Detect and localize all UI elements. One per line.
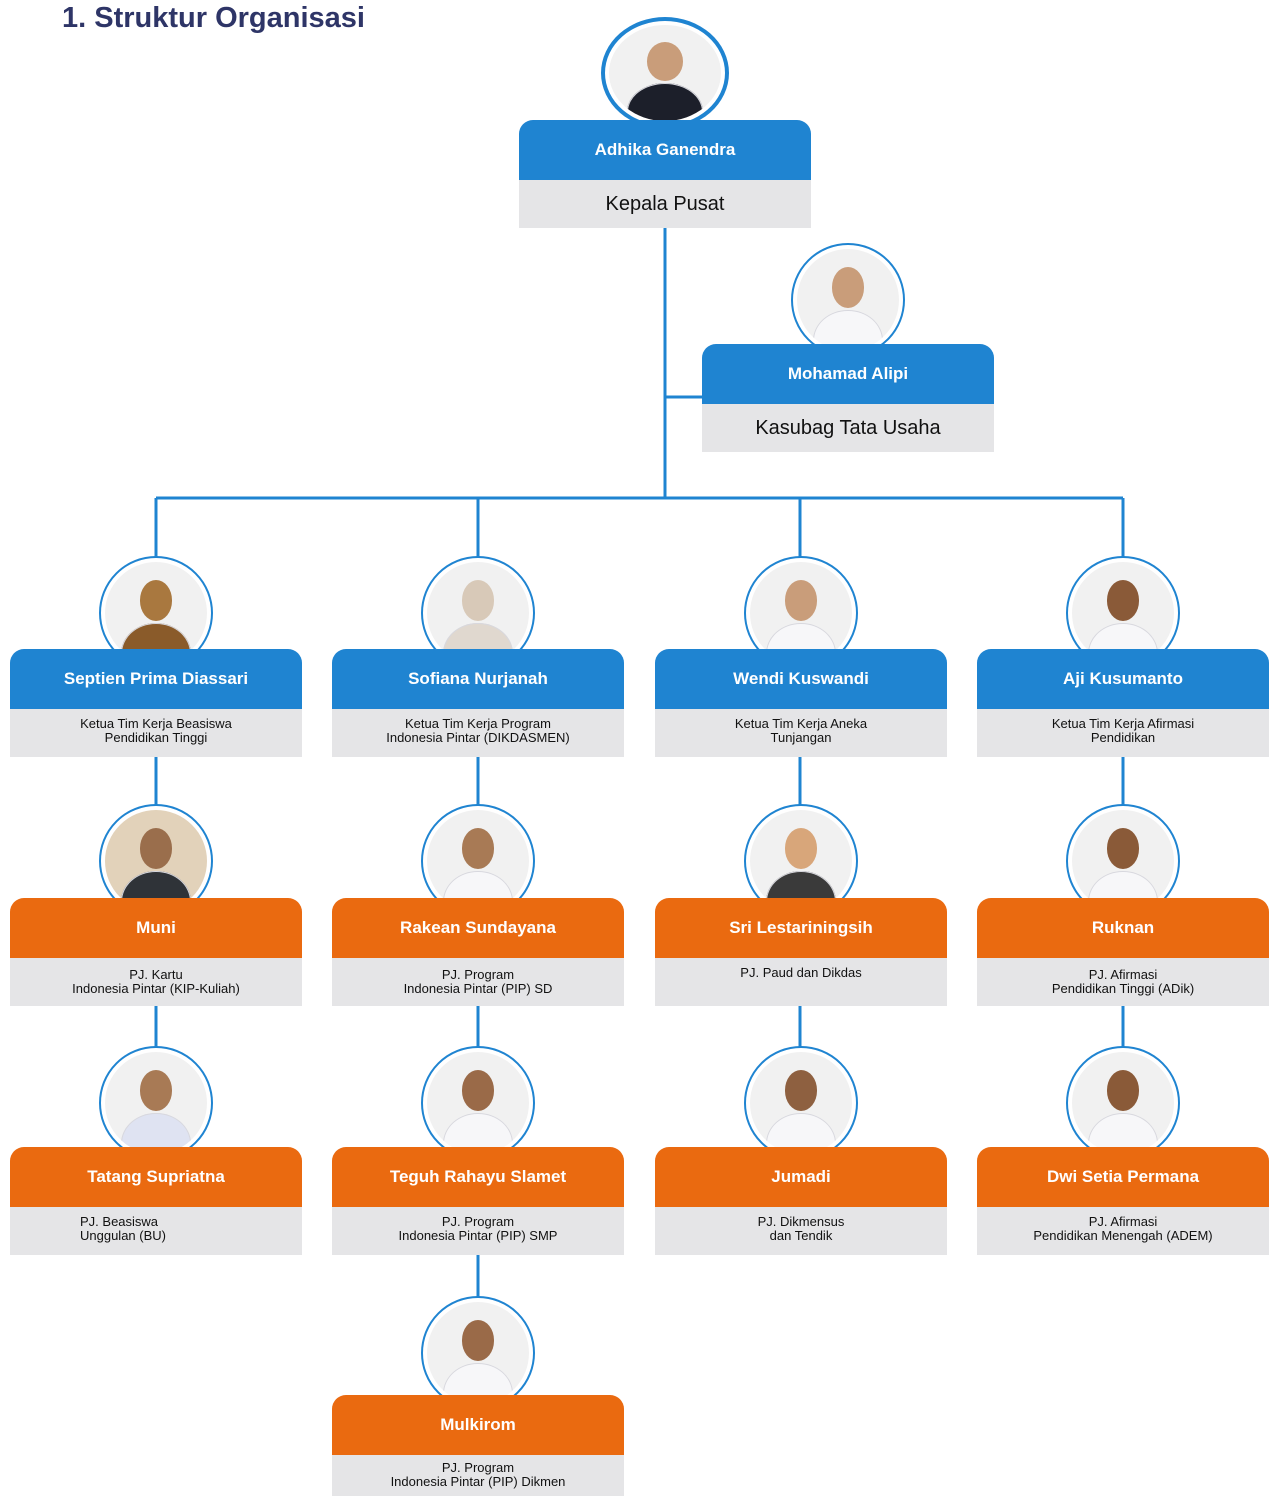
staff-role-ruknan: PJ. Afirmasi Pendidikan Tinggi (ADik) bbox=[977, 958, 1269, 1006]
staff-card-sri: Sri Lestariningsih PJ. Paud dan Dikdas bbox=[655, 898, 947, 1006]
team-card-4: Aji Kusumanto Ketua Tim Kerja Afirmasi P… bbox=[977, 649, 1269, 757]
staff-role-mulkirom: PJ. Program Indonesia Pintar (PIP) Dikme… bbox=[332, 1455, 624, 1496]
staff-card-tatang: Tatang Supriatna PJ. Beasiswa Unggulan (… bbox=[10, 1147, 302, 1255]
staff-name-mulkirom: Mulkirom bbox=[332, 1395, 624, 1455]
team-name-1: Septien Prima Diassari bbox=[10, 649, 302, 709]
team-role-1: Ketua Tim Kerja Beasiswa Pendidikan Ting… bbox=[10, 709, 302, 757]
page-title: 1. Struktur Organisasi bbox=[62, 2, 365, 34]
staff-role-teguh: PJ. Program Indonesia Pintar (PIP) SMP bbox=[332, 1207, 624, 1255]
admin-name: Mohamad Alipi bbox=[702, 344, 994, 404]
staff-card-muni: Muni PJ. Kartu Indonesia Pintar (KIP-Kul… bbox=[10, 898, 302, 1006]
staff-card-mulkirom: Mulkirom PJ. Program Indonesia Pintar (P… bbox=[332, 1395, 624, 1496]
staff-role-rakean: PJ. Program Indonesia Pintar (PIP) SD bbox=[332, 958, 624, 1006]
staff-photo-mulkirom bbox=[421, 1296, 535, 1410]
team-card-2: Sofiana Nurjanah Ketua Tim Kerja Program… bbox=[332, 649, 624, 757]
staff-card-ruknan: Ruknan PJ. Afirmasi Pendidikan Tinggi (A… bbox=[977, 898, 1269, 1006]
head-card: Adhika Ganendra Kepala Pusat bbox=[519, 120, 811, 228]
person-photo bbox=[797, 249, 899, 351]
staff-name-dwi: Dwi Setia Permana bbox=[977, 1147, 1269, 1207]
staff-role-tatang: PJ. Beasiswa Unggulan (BU) bbox=[10, 1207, 302, 1255]
staff-card-teguh: Teguh Rahayu Slamet PJ. Program Indonesi… bbox=[332, 1147, 624, 1255]
staff-photo-sri bbox=[744, 804, 858, 918]
head-role: Kepala Pusat bbox=[519, 180, 811, 228]
team-name-2: Sofiana Nurjanah bbox=[332, 649, 624, 709]
staff-photo-dwi bbox=[1066, 1046, 1180, 1160]
staff-photo-teguh bbox=[421, 1046, 535, 1160]
head-photo bbox=[601, 17, 729, 129]
staff-card-jumadi: Jumadi PJ. Dikmensus dan Tendik bbox=[655, 1147, 947, 1255]
staff-name-sri: Sri Lestariningsih bbox=[655, 898, 947, 958]
staff-name-ruknan: Ruknan bbox=[977, 898, 1269, 958]
person-photo bbox=[609, 25, 721, 121]
team-card-3: Wendi Kuswandi Ketua Tim Kerja Aneka Tun… bbox=[655, 649, 947, 757]
staff-card-rakean: Rakean Sundayana PJ. Program Indonesia P… bbox=[332, 898, 624, 1006]
admin-card: Mohamad Alipi Kasubag Tata Usaha bbox=[702, 344, 994, 452]
staff-name-jumadi: Jumadi bbox=[655, 1147, 947, 1207]
staff-role-muni: PJ. Kartu Indonesia Pintar (KIP-Kuliah) bbox=[10, 958, 302, 1006]
staff-role-jumadi: PJ. Dikmensus dan Tendik bbox=[655, 1207, 947, 1255]
staff-photo-jumadi bbox=[744, 1046, 858, 1160]
staff-name-tatang: Tatang Supriatna bbox=[10, 1147, 302, 1207]
staff-name-rakean: Rakean Sundayana bbox=[332, 898, 624, 958]
staff-photo-tatang bbox=[99, 1046, 213, 1160]
staff-role-dwi: PJ. Afirmasi Pendidikan Menengah (ADEM) bbox=[977, 1207, 1269, 1255]
staff-card-dwi: Dwi Setia Permana PJ. Afirmasi Pendidika… bbox=[977, 1147, 1269, 1255]
team-role-4: Ketua Tim Kerja Afirmasi Pendidikan bbox=[977, 709, 1269, 757]
admin-role: Kasubag Tata Usaha bbox=[702, 404, 994, 452]
team-name-3: Wendi Kuswandi bbox=[655, 649, 947, 709]
head-name: Adhika Ganendra bbox=[519, 120, 811, 180]
staff-name-teguh: Teguh Rahayu Slamet bbox=[332, 1147, 624, 1207]
team-name-4: Aji Kusumanto bbox=[977, 649, 1269, 709]
team-role-3: Ketua Tim Kerja Aneka Tunjangan bbox=[655, 709, 947, 757]
staff-role-sri: PJ. Paud dan Dikdas bbox=[655, 958, 947, 1006]
team-photo-2 bbox=[421, 556, 535, 670]
team-role-2: Ketua Tim Kerja Program Indonesia Pintar… bbox=[332, 709, 624, 757]
admin-photo bbox=[791, 243, 905, 357]
staff-name-muni: Muni bbox=[10, 898, 302, 958]
team-card-1: Septien Prima Diassari Ketua Tim Kerja B… bbox=[10, 649, 302, 757]
